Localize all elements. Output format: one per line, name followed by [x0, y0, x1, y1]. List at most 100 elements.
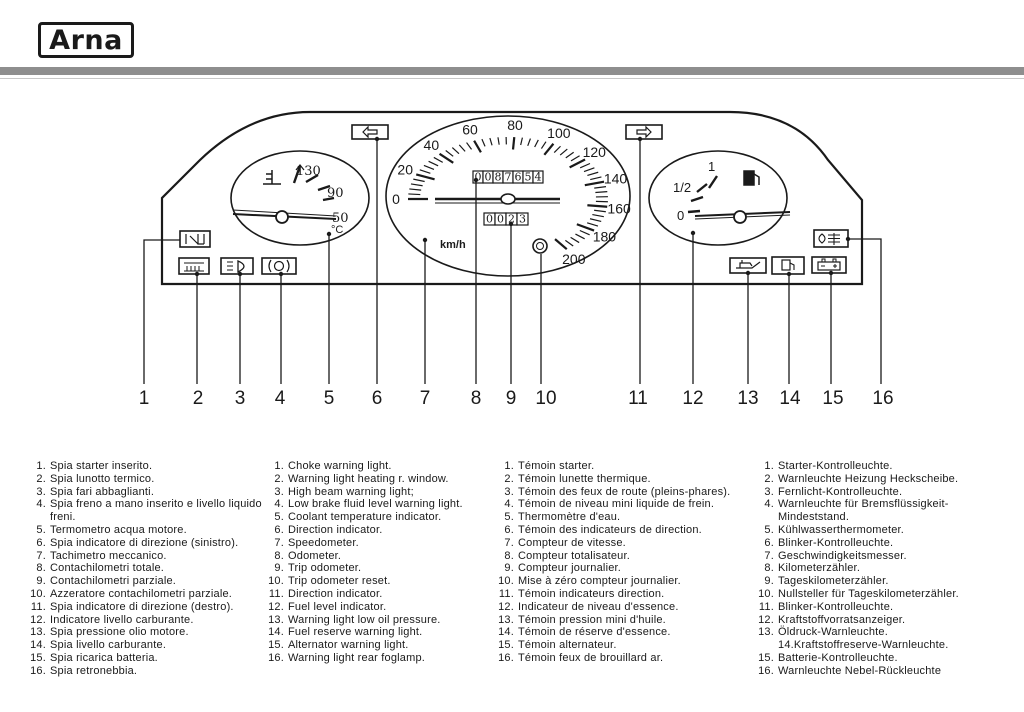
speed-tick-label: 120 — [583, 144, 607, 160]
legend-number: 8. — [764, 562, 774, 575]
legend-number: 12. — [30, 613, 46, 626]
legend-number: 8. — [274, 549, 284, 562]
speed-tick — [565, 239, 574, 247]
speed-tick-label: 140 — [604, 170, 628, 186]
callout-13: 13 — [737, 388, 758, 409]
legend-number: 13. — [758, 626, 774, 639]
legend-item: 2.Warnleuchte Heizung Heckscheibe. — [758, 473, 998, 486]
callout-10: 10 — [535, 388, 556, 409]
legend-number: 9. — [274, 562, 284, 575]
counter-digit: 0 — [475, 171, 482, 184]
legend-number: 5. — [764, 523, 774, 536]
legend-text: Témoin indicateurs direction. — [518, 587, 665, 600]
rear-foglamp-icon — [813, 229, 849, 248]
counter-digit: 0 — [497, 213, 504, 226]
legend-item: 13.Warning light low oil pressure. — [268, 614, 498, 627]
speed-tick — [592, 213, 604, 218]
legend-item: 13.Öldruck-Warnleuchte. — [758, 626, 998, 639]
legend-text: Coolant temperature indicator. — [288, 511, 442, 524]
legend-item: 6.Blinker-Kontrolleuchte. — [758, 537, 998, 550]
legend-text: Warning light low oil pressure. — [288, 613, 441, 626]
legend-text: Blinker-Kontrolleuchte. — [778, 600, 894, 613]
legend-item: 1.Spia starter inserito. — [30, 460, 270, 473]
legend-item: 4.Warnleuchte für Bremsflüssigkeit-Minde… — [758, 498, 998, 524]
legend-item: 2.Témoin lunette thermique. — [498, 473, 760, 486]
legend-german: 1.Starter-Kontrolleuchte.2.Warnleuchte H… — [758, 460, 998, 678]
legend-text: Batterie-Kontrolleuchte. — [778, 651, 898, 664]
counter-digit: 3 — [519, 213, 526, 226]
legend-text: Kühlwasserthermometer. — [778, 523, 905, 536]
legend-text: Geschwindigkeitsmesser. — [778, 549, 907, 562]
legend-number: 7. — [504, 536, 514, 549]
speed-tick — [590, 176, 602, 181]
fuel-tick-full: 1 — [708, 159, 715, 174]
speed-tick — [451, 147, 460, 155]
speed-tick — [579, 229, 590, 236]
speed-tick-label: 20 — [397, 162, 413, 178]
callout-2: 2 — [193, 388, 204, 409]
legend-item: 5. Kühlwasserthermometer. — [758, 524, 998, 537]
oil-can-icon — [729, 257, 767, 274]
temp-tick-130: 130 — [296, 164, 321, 179]
legend-item: 8.Odometer. — [268, 550, 498, 563]
coolant-icon — [263, 170, 281, 185]
high-beam-icon — [220, 257, 254, 275]
speed-tick — [594, 186, 607, 189]
legend-text: Thermomètre d'eau. — [518, 511, 621, 524]
legend-item: 3.Témoin des feux de route (pleins-phare… — [498, 486, 760, 499]
legend-item: 7.Tachimetro meccanico. — [30, 550, 270, 563]
legend-number: 8. — [504, 549, 514, 562]
legend-item: 15.Alternator warning light. — [268, 639, 498, 652]
speed-tick — [587, 171, 599, 177]
legend-item: 7. Geschwindigkeitsmesser. — [758, 550, 998, 563]
speed-tick — [481, 138, 486, 147]
legend-number: 10. — [498, 575, 514, 588]
legend-item: 1.Choke warning light. — [268, 460, 498, 473]
speed-tick — [413, 178, 425, 183]
legend-text: High beam warning light; — [288, 485, 414, 498]
counter-digit: 7 — [505, 171, 512, 184]
legend-text: Fuel level indicator. — [288, 600, 387, 613]
legend-item: 16.Warnleuchte Nebel-Rückleuchte — [758, 665, 998, 678]
legend-number: 9. — [36, 575, 46, 588]
fuel-pump-symbol — [743, 170, 760, 186]
callout-15: 15 — [822, 388, 843, 409]
callout-3: 3 — [235, 388, 246, 409]
legend-number: 7. — [764, 549, 774, 562]
legend-number: 6. — [36, 536, 46, 549]
legend-number: 12. — [498, 600, 514, 613]
legend-number: 3. — [36, 485, 46, 498]
speed-tick — [554, 238, 568, 250]
legend-item: 11.Spia indicatore di direzione (destro)… — [30, 601, 270, 614]
legend-item: 3.High beam warning light; — [268, 486, 498, 499]
choke-lamp-icon — [179, 230, 211, 248]
speed-tick — [559, 148, 568, 156]
legend-number: 4. — [274, 498, 284, 511]
speed-tick — [497, 137, 500, 145]
legend-item: 12.Kraftstoffvorratsanzeiger. — [758, 614, 998, 627]
legend-item: 1.Starter-Kontrolleuchte. — [758, 460, 998, 473]
callout-6: 6 — [372, 388, 383, 409]
legend-text: Compteur de vitesse. — [518, 536, 626, 549]
legend-number: 13. — [498, 613, 514, 626]
legend-text: Alternator warning light. — [288, 639, 409, 652]
legend-item: 7.Speedometer. — [268, 537, 498, 550]
legend-number: 15. — [758, 651, 774, 664]
legend-item: 5.Termometro acqua motore. — [30, 524, 270, 537]
callout-5: 5 — [324, 388, 335, 409]
fuel-gauge: 1 1/2 0 — [648, 150, 791, 246]
legend-item: 8.Contachilometri totale. — [30, 562, 270, 575]
speed-tick — [570, 155, 580, 162]
legend-text: Témoin feux de brouillard ar. — [518, 651, 664, 664]
legend-item: 10.Trip odometer reset. — [268, 575, 498, 588]
temperature-gauge: 130 90 50 °C — [230, 150, 370, 246]
counter-cell — [532, 170, 544, 184]
legend-number: 2. — [764, 472, 774, 485]
legend-number: 5. — [274, 511, 284, 524]
speed-tick — [445, 150, 454, 157]
legend-number: 16. — [498, 651, 514, 664]
legend-text: Trip odometer reset. — [288, 575, 391, 588]
legend-text: Warnleuchte Nebel-Rückleuchte — [778, 664, 942, 677]
legend-number: 1. — [274, 460, 284, 472]
